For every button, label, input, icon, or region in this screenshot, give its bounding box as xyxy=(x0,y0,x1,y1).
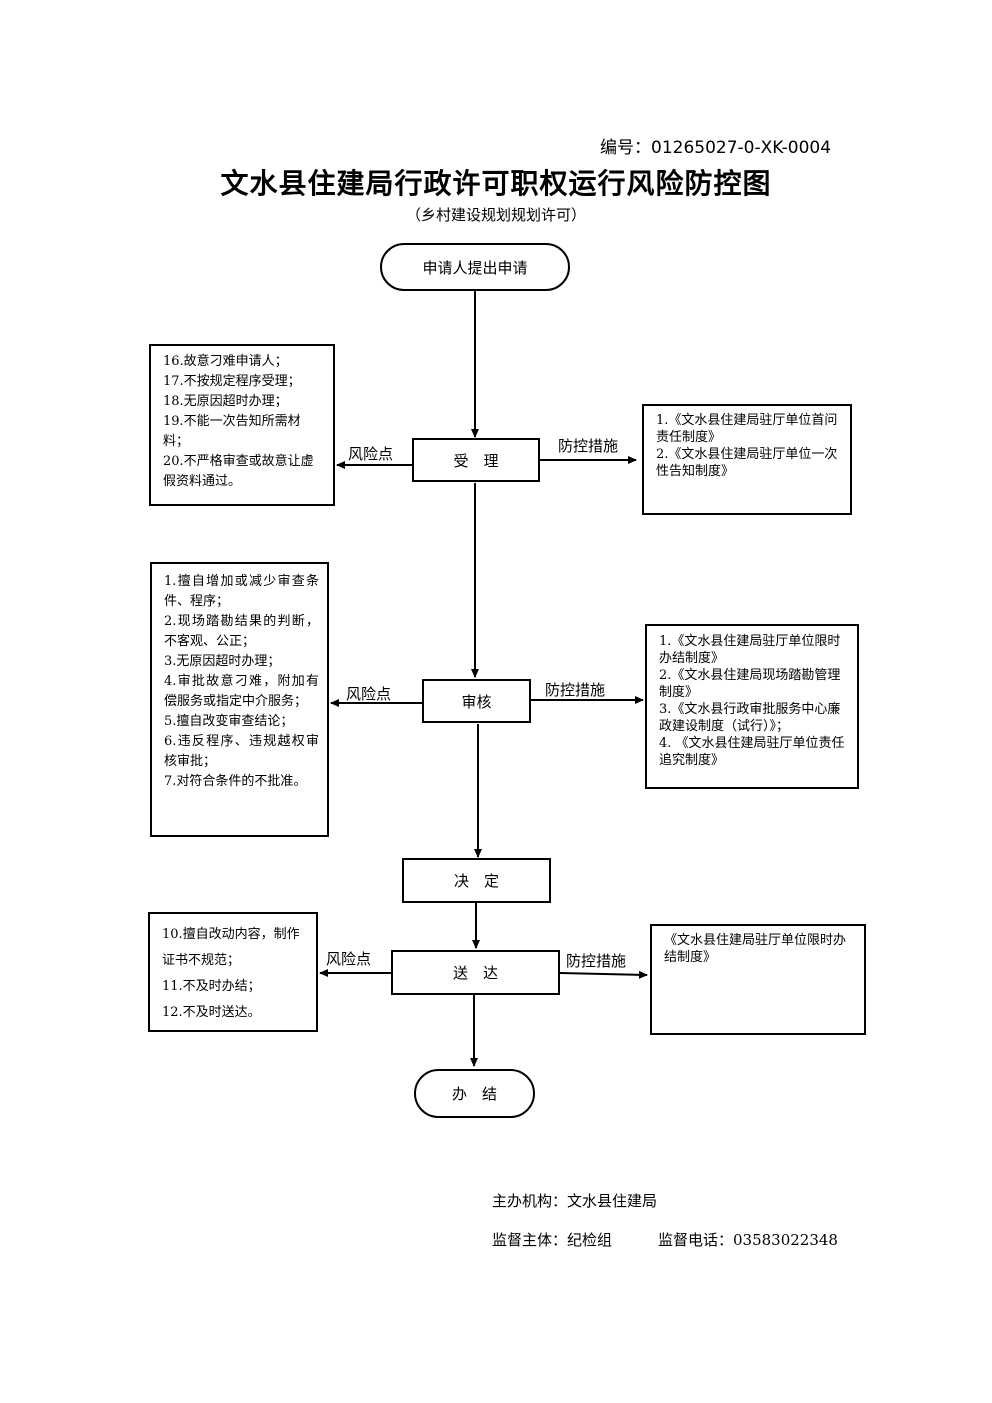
risk-item: 11.不及时办结； xyxy=(162,979,261,994)
deliver-risk-label: 风险点 xyxy=(326,950,372,968)
deliver-risk-box: 10.擅自改动内容，制作证书不规范； 11.不及时办结； 12.不及时送达。 xyxy=(148,912,318,1032)
page-title: 文水县住建局行政许可职权运行风险防控图 xyxy=(220,167,772,200)
measure-item: 2.《文水县住建局现场踏勘管理制度》 xyxy=(659,668,841,700)
review-risk-label: 风险点 xyxy=(346,685,392,703)
accept-measure-label: 防控措施 xyxy=(558,437,619,455)
risk-item: 12.不及时送达。 xyxy=(162,1005,261,1020)
accept-risk-label: 风险点 xyxy=(348,445,394,463)
risk-item: 4.审批故意刁难，附加有偿服务或指定中介服务； xyxy=(164,674,319,709)
end-node-label: 办 结 xyxy=(451,1085,497,1103)
deliver-measure-box: 《文水县住建局驻厅单位限时办结制度》 xyxy=(650,924,866,1035)
supervisor-text: 监督主体：纪检组 xyxy=(492,1231,613,1249)
review-node-label: 审核 xyxy=(461,692,492,711)
phone-text: 监督电话：03583022348 xyxy=(658,1231,838,1249)
accept-node-label: 受 理 xyxy=(453,451,499,470)
risk-item: 6.违反程序、违规越权审核审批； xyxy=(164,734,319,769)
review-measure-box: 1.《文水县住建局驻厅单位限时办结制度》 2.《文水县住建局现场踏勘管理制度》 … xyxy=(645,624,859,789)
measure-item: 1.《文水县住建局驻厅单位首问责任制度》 xyxy=(656,413,838,445)
page-subtitle: （乡村建设规划规划许可） xyxy=(405,206,586,224)
risk-item: 5.擅自改变审查结论； xyxy=(164,714,294,729)
start-node: 申请人提出申请 xyxy=(380,243,570,291)
risk-item: 2.现场踏勘结果的判断，不客观、公正； xyxy=(164,614,319,649)
risk-item: 18.无原因超时办理； xyxy=(163,394,288,409)
accept-measure-box: 1.《文水县住建局驻厅单位首问责任制度》 2.《文水县住建局驻厅单位一次性告知制… xyxy=(642,404,852,515)
review-risk-box: 1.擅自增加或减少审查条件、程序； 2.现场踏勘结果的判断，不客观、公正； 3.… xyxy=(150,562,329,837)
decide-node-label: 决 定 xyxy=(453,872,499,890)
deliver-node: 送 达 xyxy=(391,950,560,995)
risk-item: 17.不按规定程序受理； xyxy=(163,374,301,389)
organizer-text: 主办机构：文水县住建局 xyxy=(492,1192,658,1210)
risk-item: 3.无原因超时办理； xyxy=(164,654,281,669)
review-node: 审核 xyxy=(422,679,531,723)
risk-item: 16.故意刁难申请人； xyxy=(163,354,288,369)
risk-item: 10.擅自改动内容，制作证书不规范； xyxy=(162,927,300,968)
review-measure-label: 防控措施 xyxy=(545,681,606,699)
accept-node: 受 理 xyxy=(412,438,540,482)
measure-item: 《文水县住建局驻厅单位限时办结制度》 xyxy=(664,933,847,965)
risk-item: 20.不严格审查或故意让虚假资料通过。 xyxy=(163,454,314,489)
document-number: 编号：01265027-0-XK-0004 xyxy=(600,138,832,158)
measure-item: 4. 《文水县住建局驻厅单位责任追究制度》 xyxy=(659,736,845,768)
end-node: 办 结 xyxy=(414,1069,535,1118)
decide-node: 决 定 xyxy=(402,858,551,903)
accept-risk-box: 16.故意刁难申请人； 17.不按规定程序受理； 18.无原因超时办理； 19.… xyxy=(149,344,335,506)
start-node-label: 申请人提出申请 xyxy=(422,258,528,277)
risk-item: 19.不能一次告知所需材料； xyxy=(163,414,301,449)
arrow-deliver-measure xyxy=(559,970,648,979)
measure-item: 3.《文水县行政审批服务中心廉政建设制度（试行）》； xyxy=(659,702,841,734)
measure-item: 1.《文水县住建局驻厅单位限时办结制度》 xyxy=(659,634,841,666)
deliver-measure-label: 防控措施 xyxy=(566,952,627,970)
deliver-node-label: 送 达 xyxy=(452,964,498,982)
risk-item: 1.擅自增加或减少审查条件、程序； xyxy=(164,574,319,609)
measure-item: 2.《文水县住建局驻厅单位一次性告知制度》 xyxy=(656,447,838,479)
risk-item: 7.对符合条件的不批准。 xyxy=(164,774,307,789)
